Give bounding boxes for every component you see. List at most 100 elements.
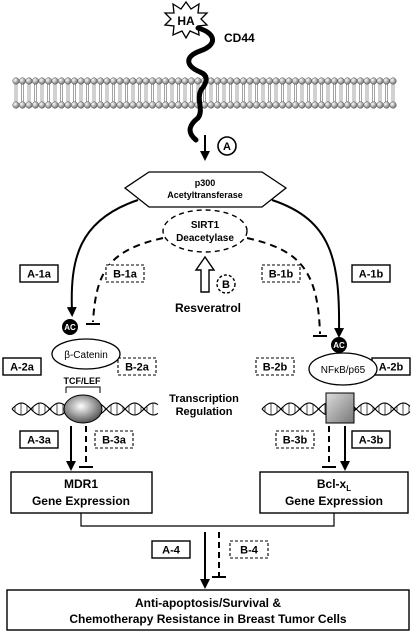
lipid-head <box>44 77 53 85</box>
nfkb-p65-label: NFκB/p65 <box>321 365 366 376</box>
p300-label: p300 <box>195 178 216 188</box>
lipid-head <box>337 101 345 109</box>
lipid-head <box>207 77 215 85</box>
lipid-head <box>376 101 384 109</box>
step-label-a4: A-4 <box>151 540 191 559</box>
lipid-head <box>304 77 313 85</box>
lipid-head <box>291 101 300 109</box>
lipid-head <box>31 101 40 109</box>
tcf-lef-dna-complex <box>63 394 103 424</box>
lipid-head <box>116 77 124 85</box>
step-label-text-b4: B-4 <box>240 545 259 557</box>
step-label-text-a1a: A-1a <box>27 269 52 281</box>
lipid-head <box>356 77 365 85</box>
lipid-head <box>31 77 40 85</box>
step-label-b4: B-4 <box>229 540 269 559</box>
lipid-head <box>272 101 280 109</box>
lipid-head <box>369 101 378 109</box>
lipid-head <box>181 101 189 109</box>
lipid-head <box>356 101 365 109</box>
acetyl-tag-left <box>62 319 78 335</box>
lipid-head <box>129 77 137 85</box>
sirt1-label: SIRT1 <box>191 220 220 231</box>
step-label-text-a1b: A-1b <box>359 269 384 281</box>
lipid-head <box>311 77 319 85</box>
lipid-head <box>389 101 397 109</box>
step-label-a2a: A-2a <box>2 357 42 376</box>
lipid-head <box>369 77 378 85</box>
step-label-text-a2b: A-2b <box>379 362 404 374</box>
nfkb-dna-complex <box>325 392 355 424</box>
resveratrol-label: Resveratrol <box>175 301 241 315</box>
outcome-box <box>6 589 410 631</box>
step-label-text-b3a: B-3a <box>102 435 127 447</box>
lipid-head <box>343 101 352 109</box>
lipid-head <box>213 101 222 109</box>
regulation-label: Regulation <box>176 406 233 418</box>
lipid-head <box>135 101 144 109</box>
lipid-head <box>109 101 118 109</box>
lipid-head <box>363 77 371 85</box>
cell-membrane <box>12 77 397 109</box>
lipid-head <box>259 77 267 85</box>
step-label-a1b: A-1b <box>351 264 391 283</box>
lipid-head <box>324 101 332 109</box>
lipid-head <box>70 101 79 109</box>
lipid-head <box>174 101 183 109</box>
lipid-head <box>187 101 196 109</box>
lipid-head <box>389 77 397 85</box>
pathway-a-label: A <box>223 141 231 153</box>
lipid-head <box>38 101 46 109</box>
step-label-b1b: B-1b <box>261 264 301 283</box>
step-label-b2a: B-2a <box>117 357 157 376</box>
bclxl-main: Bcl-x <box>317 477 347 491</box>
bclxl-subscript: L <box>346 484 351 493</box>
step-label-text-b1a: B-1a <box>113 269 138 281</box>
lipid-head <box>168 77 176 85</box>
beta-catenin-node <box>51 338 121 370</box>
mdr1-label: MDR1 <box>64 477 98 491</box>
acetyltransferase-label: Acetyltransferase <box>167 190 243 200</box>
bclxl-gene-expression-box <box>259 471 409 514</box>
step-label-b3b: B-3b <box>275 430 315 449</box>
outcome-line1: Anti-apoptosis/Survival & <box>135 596 281 610</box>
lipid-head <box>70 77 79 85</box>
lipid-head <box>103 101 111 109</box>
acetyl-tag-left-label: AC <box>64 323 76 332</box>
hyaluronan-starburst: HA <box>163 0 209 40</box>
step-label-b2b: B-2b <box>255 357 295 376</box>
cd44-receptor <box>186 25 215 143</box>
lipid-head <box>220 101 228 109</box>
outcome-line2: Chemotherapy Resistance in Breast Tumor … <box>69 612 347 626</box>
transcription-label: Transcription <box>169 393 239 405</box>
step-label-text-b2b: B-2b <box>263 362 288 374</box>
lipid-head <box>90 101 98 109</box>
lipid-head <box>265 77 274 85</box>
step-label-text-a4: A-4 <box>162 545 181 557</box>
step-label-text-b3b: B-3b <box>283 435 308 447</box>
lipid-head <box>12 77 20 85</box>
lipid-head <box>246 101 254 109</box>
lipid-head <box>90 77 98 85</box>
lipid-head <box>226 101 235 109</box>
lipid-head <box>38 77 46 85</box>
lipid-head <box>259 101 267 109</box>
lipid-head <box>298 77 306 85</box>
beta-catenin-label: β-Catenin <box>64 350 108 361</box>
lipid-head <box>233 101 241 109</box>
lipid-head <box>155 77 163 85</box>
lipid-head <box>337 77 345 85</box>
lipid-head <box>239 101 248 109</box>
lipid-head <box>25 101 33 109</box>
lipid-head <box>272 77 280 85</box>
nfkb-p65-node <box>308 352 378 386</box>
lipid-head <box>44 101 53 109</box>
lipid-head <box>213 77 222 85</box>
lipid-head <box>278 101 287 109</box>
lipid-head <box>363 101 371 109</box>
mdr1-gene-expression-box <box>10 471 153 514</box>
step-label-text-a3a: A-3a <box>27 435 52 447</box>
lipid-head <box>161 101 170 109</box>
lipid-head <box>291 77 300 85</box>
